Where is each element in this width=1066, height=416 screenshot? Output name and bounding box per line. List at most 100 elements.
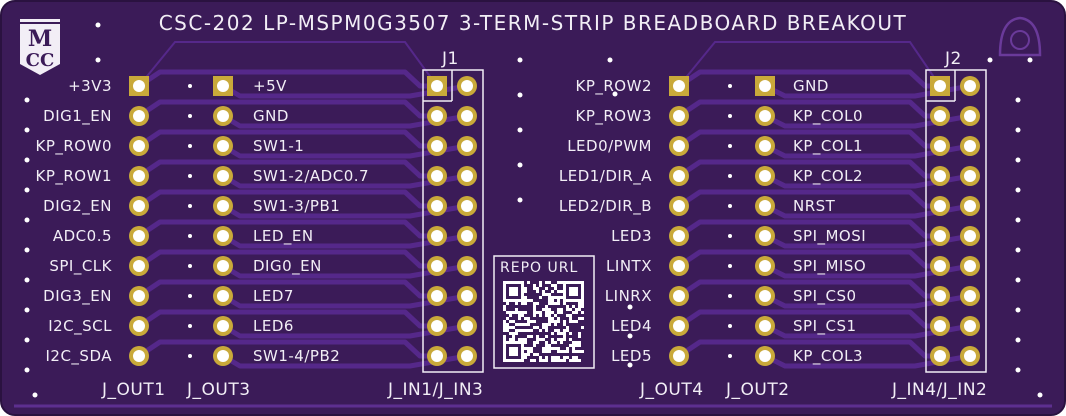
trace bbox=[137, 279, 437, 299]
j-out1-pad-hole bbox=[133, 350, 145, 362]
via bbox=[24, 187, 30, 193]
j2-pad-hole bbox=[964, 260, 976, 272]
j-out1-pad-hole bbox=[133, 260, 145, 272]
via bbox=[24, 337, 30, 343]
j-out3-pad-hole bbox=[217, 290, 229, 302]
j-out2-pad-hole bbox=[759, 320, 771, 332]
via bbox=[1015, 157, 1021, 163]
pin-label: LED3 bbox=[611, 227, 652, 245]
j2-pad-hole bbox=[964, 110, 976, 122]
qr-finder bbox=[509, 287, 518, 296]
pin-label: LED1/DIR_A bbox=[558, 167, 652, 185]
via bbox=[728, 264, 732, 268]
j-out4-pad-hole bbox=[673, 170, 685, 182]
j2-pad-hole bbox=[964, 170, 976, 182]
j-out4-pad-hole bbox=[673, 290, 685, 302]
j-in4-in2-label: J_IN4/J_IN2 bbox=[892, 380, 988, 400]
via bbox=[627, 362, 633, 368]
pin-label: LED7 bbox=[253, 287, 294, 305]
trace bbox=[137, 189, 437, 209]
j-out1-pad-hole bbox=[133, 230, 145, 242]
via bbox=[188, 84, 192, 88]
j2-outline bbox=[925, 69, 987, 373]
j-out3-label: J_OUT3 bbox=[187, 380, 251, 400]
j2-pad-hole bbox=[934, 140, 946, 152]
j1-pad-hole bbox=[431, 200, 443, 212]
pin-label: KP_ROW3 bbox=[575, 107, 652, 125]
via bbox=[1015, 247, 1021, 253]
pin-label: LINRX bbox=[604, 287, 652, 305]
via bbox=[728, 144, 732, 148]
trace bbox=[137, 69, 437, 89]
j1-pad-hole bbox=[461, 110, 473, 122]
via bbox=[1015, 187, 1021, 193]
trace bbox=[137, 129, 437, 149]
j-out2-pad-hole bbox=[759, 290, 771, 302]
j2-pad-hole bbox=[964, 320, 976, 332]
pin-label: SPI_CS1 bbox=[793, 317, 857, 335]
via bbox=[1037, 392, 1043, 398]
qr-frame bbox=[493, 255, 595, 369]
via bbox=[728, 234, 732, 238]
j2-pad-hole bbox=[934, 260, 946, 272]
j2-pad-hole bbox=[964, 80, 976, 92]
pin-label: I2C_SDA bbox=[45, 347, 112, 365]
j-out3-pad-hole bbox=[217, 350, 229, 362]
mcc-logo: M CC bbox=[19, 18, 61, 76]
via bbox=[728, 174, 732, 178]
pin-label: KP_ROW1 bbox=[35, 167, 112, 185]
pin-label: LED_EN bbox=[253, 227, 314, 245]
pin-label: I2C_SCL bbox=[48, 317, 112, 335]
j1-pad-hole bbox=[461, 140, 473, 152]
via bbox=[24, 307, 30, 313]
pin-label: SPI_CS0 bbox=[793, 287, 857, 305]
via bbox=[728, 354, 732, 358]
via bbox=[188, 354, 192, 358]
pin-label: KP_COL3 bbox=[793, 347, 864, 365]
j-out4-pad-hole bbox=[673, 110, 685, 122]
svg-text:M: M bbox=[28, 26, 52, 52]
via bbox=[728, 204, 732, 208]
j1-pad-hole bbox=[461, 350, 473, 362]
j2-pad-hole bbox=[934, 230, 946, 242]
j-out3-pad-hole bbox=[217, 140, 229, 152]
pin-label: DIG1_EN bbox=[43, 107, 112, 125]
j-out4-pad-hole bbox=[673, 320, 685, 332]
j-out2-pad-hole bbox=[759, 80, 771, 92]
j2-pad-hole bbox=[964, 200, 976, 212]
qr-finder bbox=[503, 281, 524, 302]
via bbox=[627, 333, 633, 339]
pin-label: SPI_MISO bbox=[793, 257, 867, 275]
j-out1-pad-hole bbox=[133, 200, 145, 212]
via bbox=[1015, 307, 1021, 313]
j-out4-label: J_OUT4 bbox=[640, 380, 704, 400]
j-out4-pad-hole bbox=[673, 140, 685, 152]
board-title: CSC-202 LP-MSPM0G3507 3-TERM-STRIP BREAD… bbox=[158, 11, 908, 35]
j-out1-label: J_OUT1 bbox=[102, 380, 166, 400]
via bbox=[1027, 57, 1033, 63]
pin-label: LED6 bbox=[253, 317, 294, 335]
j-out4-pad-hole bbox=[673, 80, 685, 92]
via bbox=[188, 264, 192, 268]
via bbox=[517, 57, 523, 63]
qr-finder bbox=[569, 287, 578, 296]
j1-pad-hole bbox=[431, 170, 443, 182]
pin-label: SW1-2/ADC0.7 bbox=[253, 167, 370, 185]
pin-label: KP_COL2 bbox=[793, 167, 864, 185]
via bbox=[612, 91, 618, 97]
pin-label: LED4 bbox=[611, 317, 652, 335]
bell-logo-icon bbox=[998, 16, 1042, 57]
trace bbox=[137, 249, 437, 269]
via bbox=[188, 174, 192, 178]
j1-pad-hole bbox=[461, 80, 473, 92]
pin-label: LINTX bbox=[606, 257, 652, 275]
j1-pad-hole bbox=[431, 110, 443, 122]
via bbox=[1015, 367, 1021, 373]
via bbox=[188, 234, 192, 238]
via bbox=[24, 247, 30, 253]
pin-label: +5V bbox=[253, 77, 287, 95]
via bbox=[24, 157, 30, 163]
via bbox=[1015, 277, 1021, 283]
j-out3-pad-hole bbox=[217, 320, 229, 332]
